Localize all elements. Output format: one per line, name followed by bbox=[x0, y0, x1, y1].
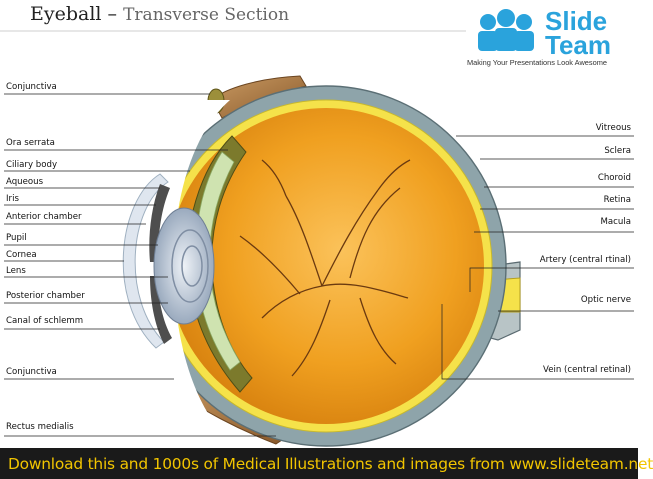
label-vein-central-retinal: Vein (central retinal) bbox=[542, 365, 631, 375]
label-aqueous: Aqueous bbox=[6, 177, 44, 187]
label-canal-of-schlemm: Canal of schlemm bbox=[6, 316, 84, 326]
label-ora-serrata: Ora serrata bbox=[6, 138, 55, 148]
title-main-text: Eyeball bbox=[30, 3, 102, 25]
slideteam-logo-icon bbox=[478, 9, 534, 51]
logo-line1: Slide bbox=[545, 6, 608, 36]
label-cornea: Cornea bbox=[6, 250, 37, 260]
label-retina: Retina bbox=[603, 195, 631, 205]
lens-core bbox=[181, 245, 203, 287]
leader-lines-right bbox=[441, 135, 634, 380]
label-posterior-chamber: Posterior chamber bbox=[6, 291, 85, 301]
leader-lines-left bbox=[4, 93, 276, 437]
vitreous-body bbox=[168, 108, 484, 424]
iris-lower bbox=[150, 276, 172, 344]
lens-nucleus bbox=[171, 229, 209, 303]
retinal-vessels bbox=[239, 159, 411, 377]
label-anterior-chamber: Anterior chamber bbox=[6, 212, 82, 222]
label-vitreous: Vitreous bbox=[595, 123, 631, 133]
footer-download-text: Download this and 1000s of Medical Illus… bbox=[8, 455, 653, 473]
title-subtitle: Transverse Section bbox=[123, 5, 290, 25]
iris bbox=[149, 184, 170, 262]
label-choroid: Choroid bbox=[597, 173, 631, 183]
diagram-stage: Eyeball – Transverse Section Slide Team … bbox=[0, 3, 653, 479]
label-lens: Lens bbox=[6, 266, 26, 276]
label-optic-nerve: Optic nerve bbox=[580, 295, 631, 305]
logo-line2: Team bbox=[545, 30, 611, 60]
logo-tagline: Making Your Presentations Look Awesome bbox=[467, 58, 607, 67]
label-sclera: Sclera bbox=[604, 146, 631, 156]
footer-bar bbox=[0, 448, 638, 479]
label-ciliary-body: Ciliary body bbox=[6, 160, 58, 170]
title-dash: – bbox=[101, 3, 124, 25]
label-artery-central-retinal: Artery (central rtinal) bbox=[539, 255, 631, 265]
label-pupil: Pupil bbox=[6, 233, 27, 243]
label-iris: Iris bbox=[6, 194, 19, 204]
eyeball-illustration bbox=[0, 30, 638, 479]
label-conjunctiva-lower: Conjunctiva bbox=[6, 367, 57, 377]
page-title: Eyeball – Transverse Section bbox=[30, 3, 289, 25]
label-macula: Macula bbox=[600, 217, 631, 227]
lens bbox=[153, 207, 215, 325]
label-rectus-medialis: Rectus medialis bbox=[6, 422, 74, 432]
label-conjunctiva-upper: Conjunctiva bbox=[6, 82, 57, 92]
